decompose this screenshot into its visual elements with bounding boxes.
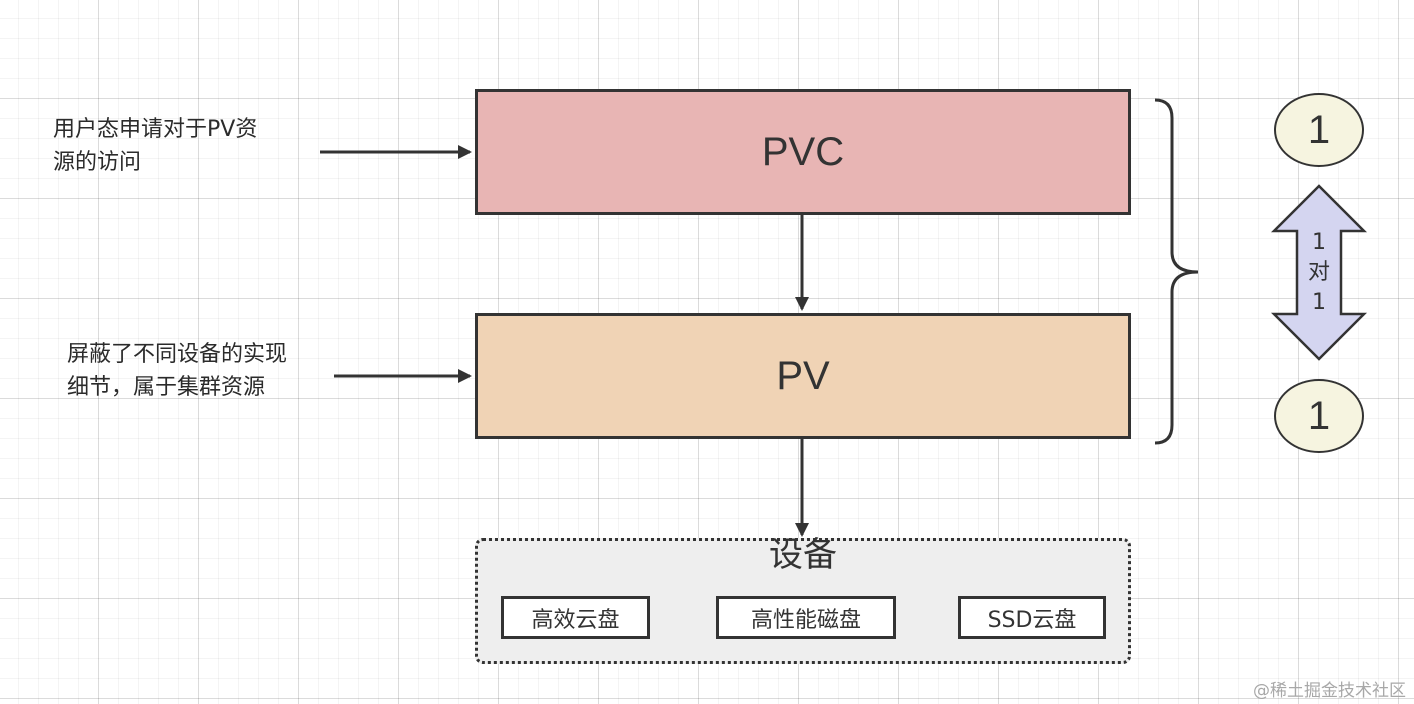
devices-title: 设备	[769, 535, 837, 575]
device-ssd-cloud-disk: SSD云盘	[958, 596, 1106, 639]
pvc-count-label: 1	[1307, 107, 1331, 152]
ratio-part-left: 1	[1312, 230, 1326, 255]
device-efficient-cloud-disk: 高效云盘	[501, 596, 650, 639]
ratio-part-middle: 对	[1307, 260, 1330, 285]
pv-box: PV	[475, 313, 1131, 439]
pv-count-label: 1	[1307, 393, 1331, 438]
devices-group: 设备 高效云盘 高性能磁盘 SSD云盘	[475, 535, 1131, 664]
pvc-box: PVC	[475, 89, 1131, 215]
device-high-performance-disk: 高性能磁盘	[716, 596, 896, 639]
ratio-part-right: 1	[1312, 290, 1326, 315]
device-label: 高性能磁盘	[750, 607, 861, 633]
pv-annotation: 屏蔽了不同设备的实现 细节，属于集群资源	[67, 338, 287, 404]
device-label: 高效云盘	[531, 607, 620, 633]
pv-label: PV	[776, 353, 830, 398]
one-to-one-label: 1 对 1	[1299, 228, 1339, 318]
pvc-label: PVC	[761, 129, 845, 174]
pvc-count-circle: 1	[1274, 93, 1364, 167]
double-arrow	[1270, 184, 1368, 361]
watermark: @稀土掘金技术社区	[1253, 681, 1406, 701]
pvc-annotation-line-1: 用户态申请对于PV资	[53, 117, 258, 142]
pv-annotation-line-2: 细节，属于集群资源	[67, 375, 266, 400]
grouping-brace	[1154, 98, 1199, 445]
pvc-annotation-line-2: 源的访问	[53, 150, 142, 175]
pvc-annotation: 用户态申请对于PV资 源的访问	[53, 113, 257, 179]
pv-count-circle: 1	[1274, 379, 1364, 453]
pv-annotation-line-1: 屏蔽了不同设备的实现	[67, 342, 288, 367]
device-label: SSD云盘	[987, 607, 1077, 633]
